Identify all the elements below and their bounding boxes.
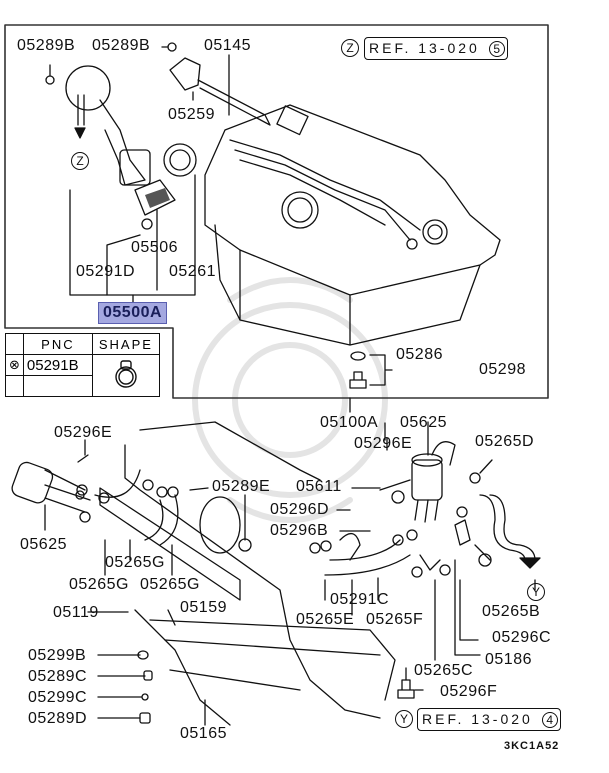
part-label-05500A-highlighted[interactable]: 05500A xyxy=(98,302,168,324)
part-label-05265F[interactable]: 05265F xyxy=(366,611,424,628)
part-label-05165[interactable]: 05165 xyxy=(180,725,227,742)
part-label-05289E[interactable]: 05289E xyxy=(212,478,271,495)
ref-marker-y: Y xyxy=(395,710,413,728)
upper-frame xyxy=(4,24,549,399)
part-label-05265G[interactable]: 05265G xyxy=(69,576,129,593)
lower-assembly-drawing xyxy=(11,421,541,726)
part-label-05100A[interactable]: 05100A xyxy=(320,414,379,431)
ref-box-z[interactable]: REF. 13-020 5 xyxy=(364,37,508,60)
part-label-05299C[interactable]: 05299C xyxy=(28,689,88,706)
part-label-05296F[interactable]: 05296F xyxy=(440,683,498,700)
part-label-05265E[interactable]: 05265E xyxy=(296,611,355,628)
hose-clamp-icon xyxy=(91,354,160,397)
part-label-05296B[interactable]: 05296B xyxy=(270,522,329,539)
part-label-05265G[interactable]: 05265G xyxy=(140,576,200,593)
part-label-05286[interactable]: 05286 xyxy=(396,346,443,363)
part-label-05186[interactable]: 05186 xyxy=(485,651,532,668)
part-label-05289B[interactable]: 05289B xyxy=(17,37,76,54)
part-label-05291C[interactable]: 05291C xyxy=(330,591,390,608)
part-label-05296C[interactable]: 05296C xyxy=(492,629,552,646)
part-label-05159[interactable]: 05159 xyxy=(180,599,227,616)
part-label-05611[interactable]: 05611 xyxy=(296,478,342,495)
part-label-05625[interactable]: 05625 xyxy=(20,536,67,553)
part-label-05265G[interactable]: 05265G xyxy=(105,554,165,571)
part-label-05625[interactable]: 05625 xyxy=(400,414,447,431)
flow-marker-y: Y xyxy=(527,583,545,601)
part-label-05296E[interactable]: 05296E xyxy=(354,435,413,452)
part-label-05259[interactable]: 05259 xyxy=(168,106,215,123)
part-label-05289B[interactable]: 05289B xyxy=(92,37,151,54)
watermark xyxy=(192,277,388,523)
fuel-gauge-unit-drawing xyxy=(163,57,319,229)
part-label-05265B[interactable]: 05265B xyxy=(482,603,541,620)
part-label-05506[interactable]: 05506 xyxy=(131,239,178,256)
fuel-pump-module-drawing xyxy=(45,42,177,230)
ref-marker-z: Z xyxy=(341,39,359,57)
pnc-header-symbol xyxy=(5,333,24,355)
pnc-table: PNC SHAPE ⊗ 05291B xyxy=(5,333,160,397)
fuel-tank-drawing xyxy=(204,104,501,346)
part-label-05291D[interactable]: 05291D xyxy=(76,263,136,280)
flow-marker-z: Z xyxy=(71,152,89,170)
pnc-header-shape: SHAPE xyxy=(91,333,160,355)
figure-code: 3KC1A52 xyxy=(504,740,560,752)
part-label-05296D[interactable]: 05296D xyxy=(270,501,330,518)
part-label-05265D[interactable]: 05265D xyxy=(475,433,535,450)
part-label-05296E[interactable]: 05296E xyxy=(54,424,113,441)
part-label-05145[interactable]: 05145 xyxy=(204,37,251,54)
leader-lines-lower xyxy=(44,421,536,726)
part-label-05265C[interactable]: 05265C xyxy=(414,662,474,679)
leader-lines-upper xyxy=(49,46,393,413)
pnc-row-symbol: ⊗ xyxy=(5,354,24,376)
ref-box-y[interactable]: REF. 13-020 4 xyxy=(417,708,561,731)
part-label-05289C[interactable]: 05289C xyxy=(28,668,88,685)
ref-text: REF. 13-020 xyxy=(369,40,480,56)
hose-clamp-markers xyxy=(76,472,481,578)
ref-index: 5 xyxy=(488,41,505,57)
ref-text: REF. 13-020 xyxy=(422,711,533,727)
pnc-header-pnc: PNC xyxy=(22,333,93,355)
part-label-05261[interactable]: 05261 xyxy=(169,263,216,280)
ref-index: 4 xyxy=(541,712,558,728)
part-label-05298[interactable]: 05298 xyxy=(479,361,526,378)
part-label-05299B[interactable]: 05299B xyxy=(28,647,87,664)
part-label-05119[interactable]: 05119 xyxy=(53,604,99,621)
pnc-row-value[interactable]: 05291B xyxy=(22,354,93,376)
part-label-05289D[interactable]: 05289D xyxy=(28,710,88,727)
